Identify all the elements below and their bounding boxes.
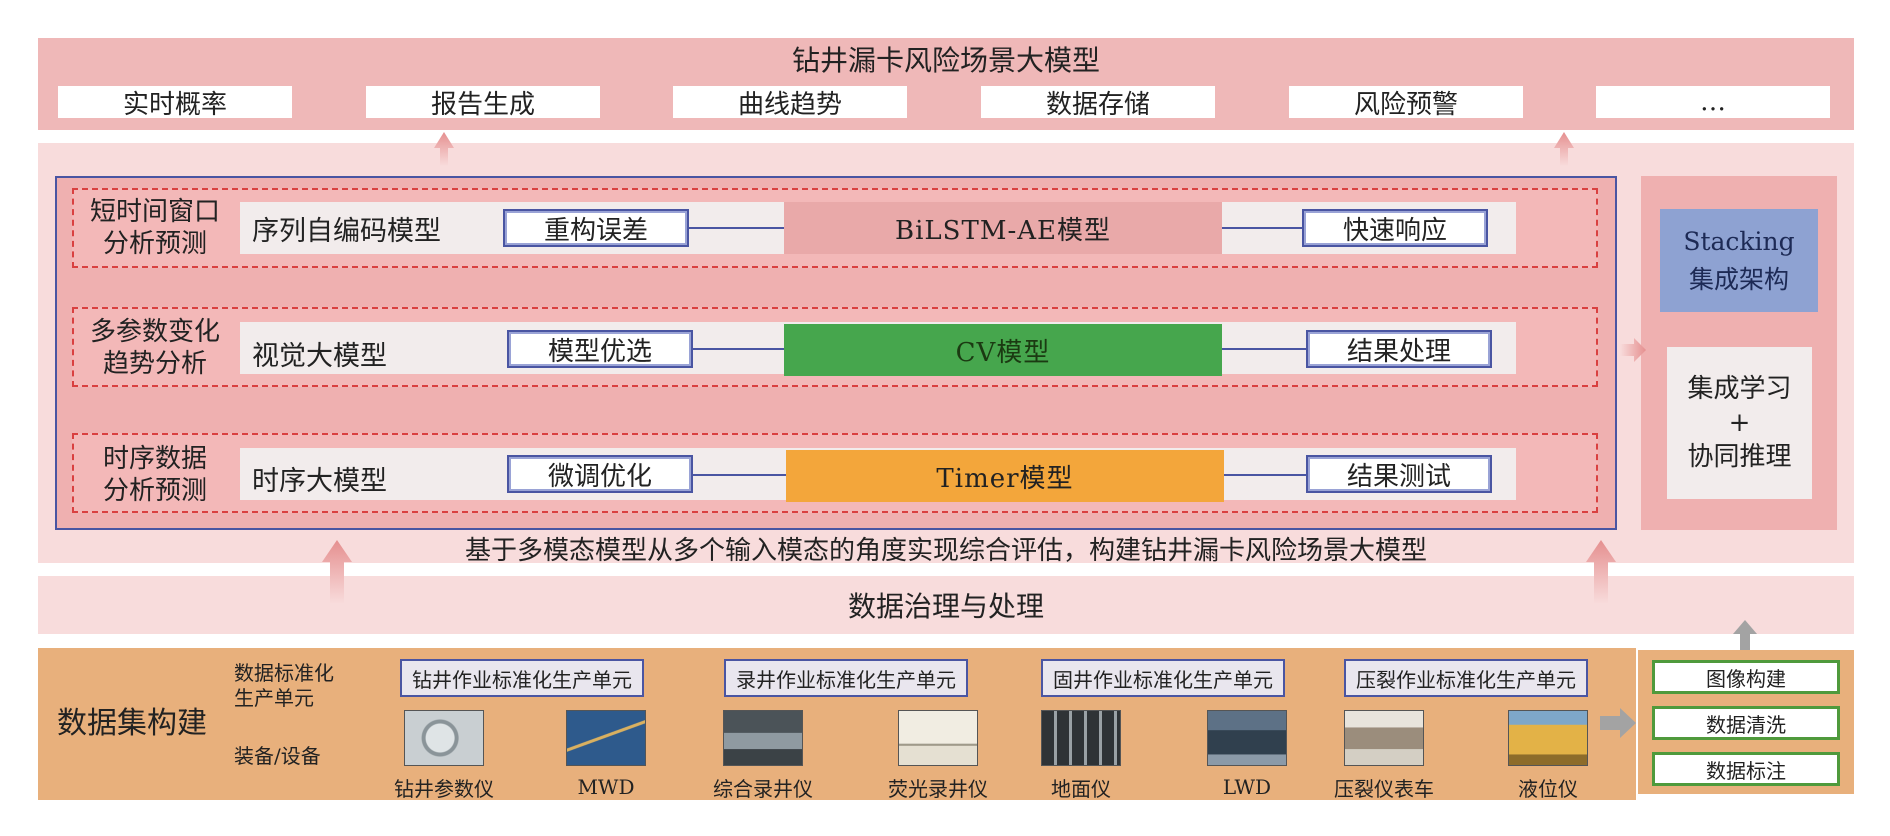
row-1-left-connector <box>688 227 786 229</box>
standardized-unit-label: 数据标准化 生产单元 <box>234 661 334 710</box>
row-3-name: 时序数据 分析预测 <box>102 444 207 506</box>
output-item-realtime-probability: 实时概率 <box>58 86 292 120</box>
row-1-core-model: BiLSTM-AE模型 <box>784 202 1222 254</box>
device-name: 压裂仪表车 <box>1334 776 1434 801</box>
device-name: 地面仪 <box>1051 776 1111 801</box>
row-2-left-connector <box>692 348 786 350</box>
device-name: 钻井参数仪 <box>394 776 494 801</box>
device-name: MWD <box>577 775 635 799</box>
output-item-report: 报告生成 <box>366 86 600 120</box>
device-name: LWD <box>1222 775 1272 799</box>
unit-logging: 录井作业标准化生产单元 <box>724 659 968 697</box>
fracturing-truck-photo <box>1344 710 1424 766</box>
top-title: 钻井漏卡风险场景大模型 <box>791 44 1100 77</box>
row-2-core-model: CV模型 <box>784 324 1222 376</box>
unit-cementing: 固井作业标准化生产单元 <box>1041 659 1285 697</box>
output-item-more: … <box>1596 86 1830 118</box>
row-2-name: 多参数变化 趋势分析 <box>89 317 220 379</box>
dataset-construction-label: 数据集构建 <box>57 706 207 741</box>
row-1-left-pill: 重构误差 <box>503 209 689 247</box>
unit-fracturing: 压裂作业标准化生产单元 <box>1344 659 1588 697</box>
stacking-architecture-box: Stacking 集成架构 <box>1660 209 1818 312</box>
mwd-photo <box>566 710 646 766</box>
equipment-label: 装备/设备 <box>234 744 321 768</box>
row-2-model-name: 视觉大模型 <box>252 341 387 372</box>
row-1-name: 短时间窗口 分析预测 <box>89 197 220 259</box>
row-1-right-pill: 快速响应 <box>1302 209 1488 247</box>
output-item-curve-trend: 曲线趋势 <box>673 86 907 120</box>
mud-logging-unit-photo <box>723 710 803 766</box>
row-3-right-connector <box>1222 474 1308 476</box>
row-1-right-connector <box>1220 227 1304 229</box>
row-2-right-pill: 结果处理 <box>1306 330 1492 368</box>
device-name: 荧光录井仪 <box>888 776 988 801</box>
summary-caption: 基于多模态模型从多个输入模态的角度实现综合评估，构建钻井漏卡风险场景大模型 <box>464 535 1427 566</box>
lwd-photo <box>1207 710 1287 766</box>
top-output-band <box>38 38 1854 130</box>
device-name: 综合录井仪 <box>713 776 813 801</box>
output-item-risk-warning: 风险预警 <box>1289 86 1523 120</box>
data-governance-band: 数据治理与处理 <box>38 576 1854 634</box>
level-meter-photo <box>1508 710 1588 766</box>
fluorescence-logger-photo <box>898 710 978 766</box>
image-construction-box: 图像构建 <box>1652 660 1840 694</box>
row-1-model-name: 序列自编码模型 <box>252 216 441 247</box>
surface-instrument-photo <box>1041 710 1121 766</box>
row-2-left-pill: 模型优选 <box>507 330 693 368</box>
row-3-core-model: Timer模型 <box>786 450 1224 502</box>
row-3-right-pill: 结果测试 <box>1306 455 1492 493</box>
output-item-data-storage: 数据存储 <box>981 86 1215 120</box>
row-3-model-name: 时序大模型 <box>252 466 387 497</box>
data-labeling-box: 数据标注 <box>1652 752 1840 786</box>
row-3-left-pill: 微调优化 <box>507 455 693 493</box>
row-2-right-connector <box>1220 348 1308 350</box>
row-3-left-connector <box>692 474 786 476</box>
data-cleaning-box: 数据清洗 <box>1652 706 1840 740</box>
device-name: 液位仪 <box>1518 776 1578 801</box>
ensemble-learning-box: 集成学习 + 协同推理 <box>1667 347 1812 499</box>
unit-drilling: 钻井作业标准化生产单元 <box>400 659 644 697</box>
drilling-parameter-instrument-photo <box>404 710 484 766</box>
